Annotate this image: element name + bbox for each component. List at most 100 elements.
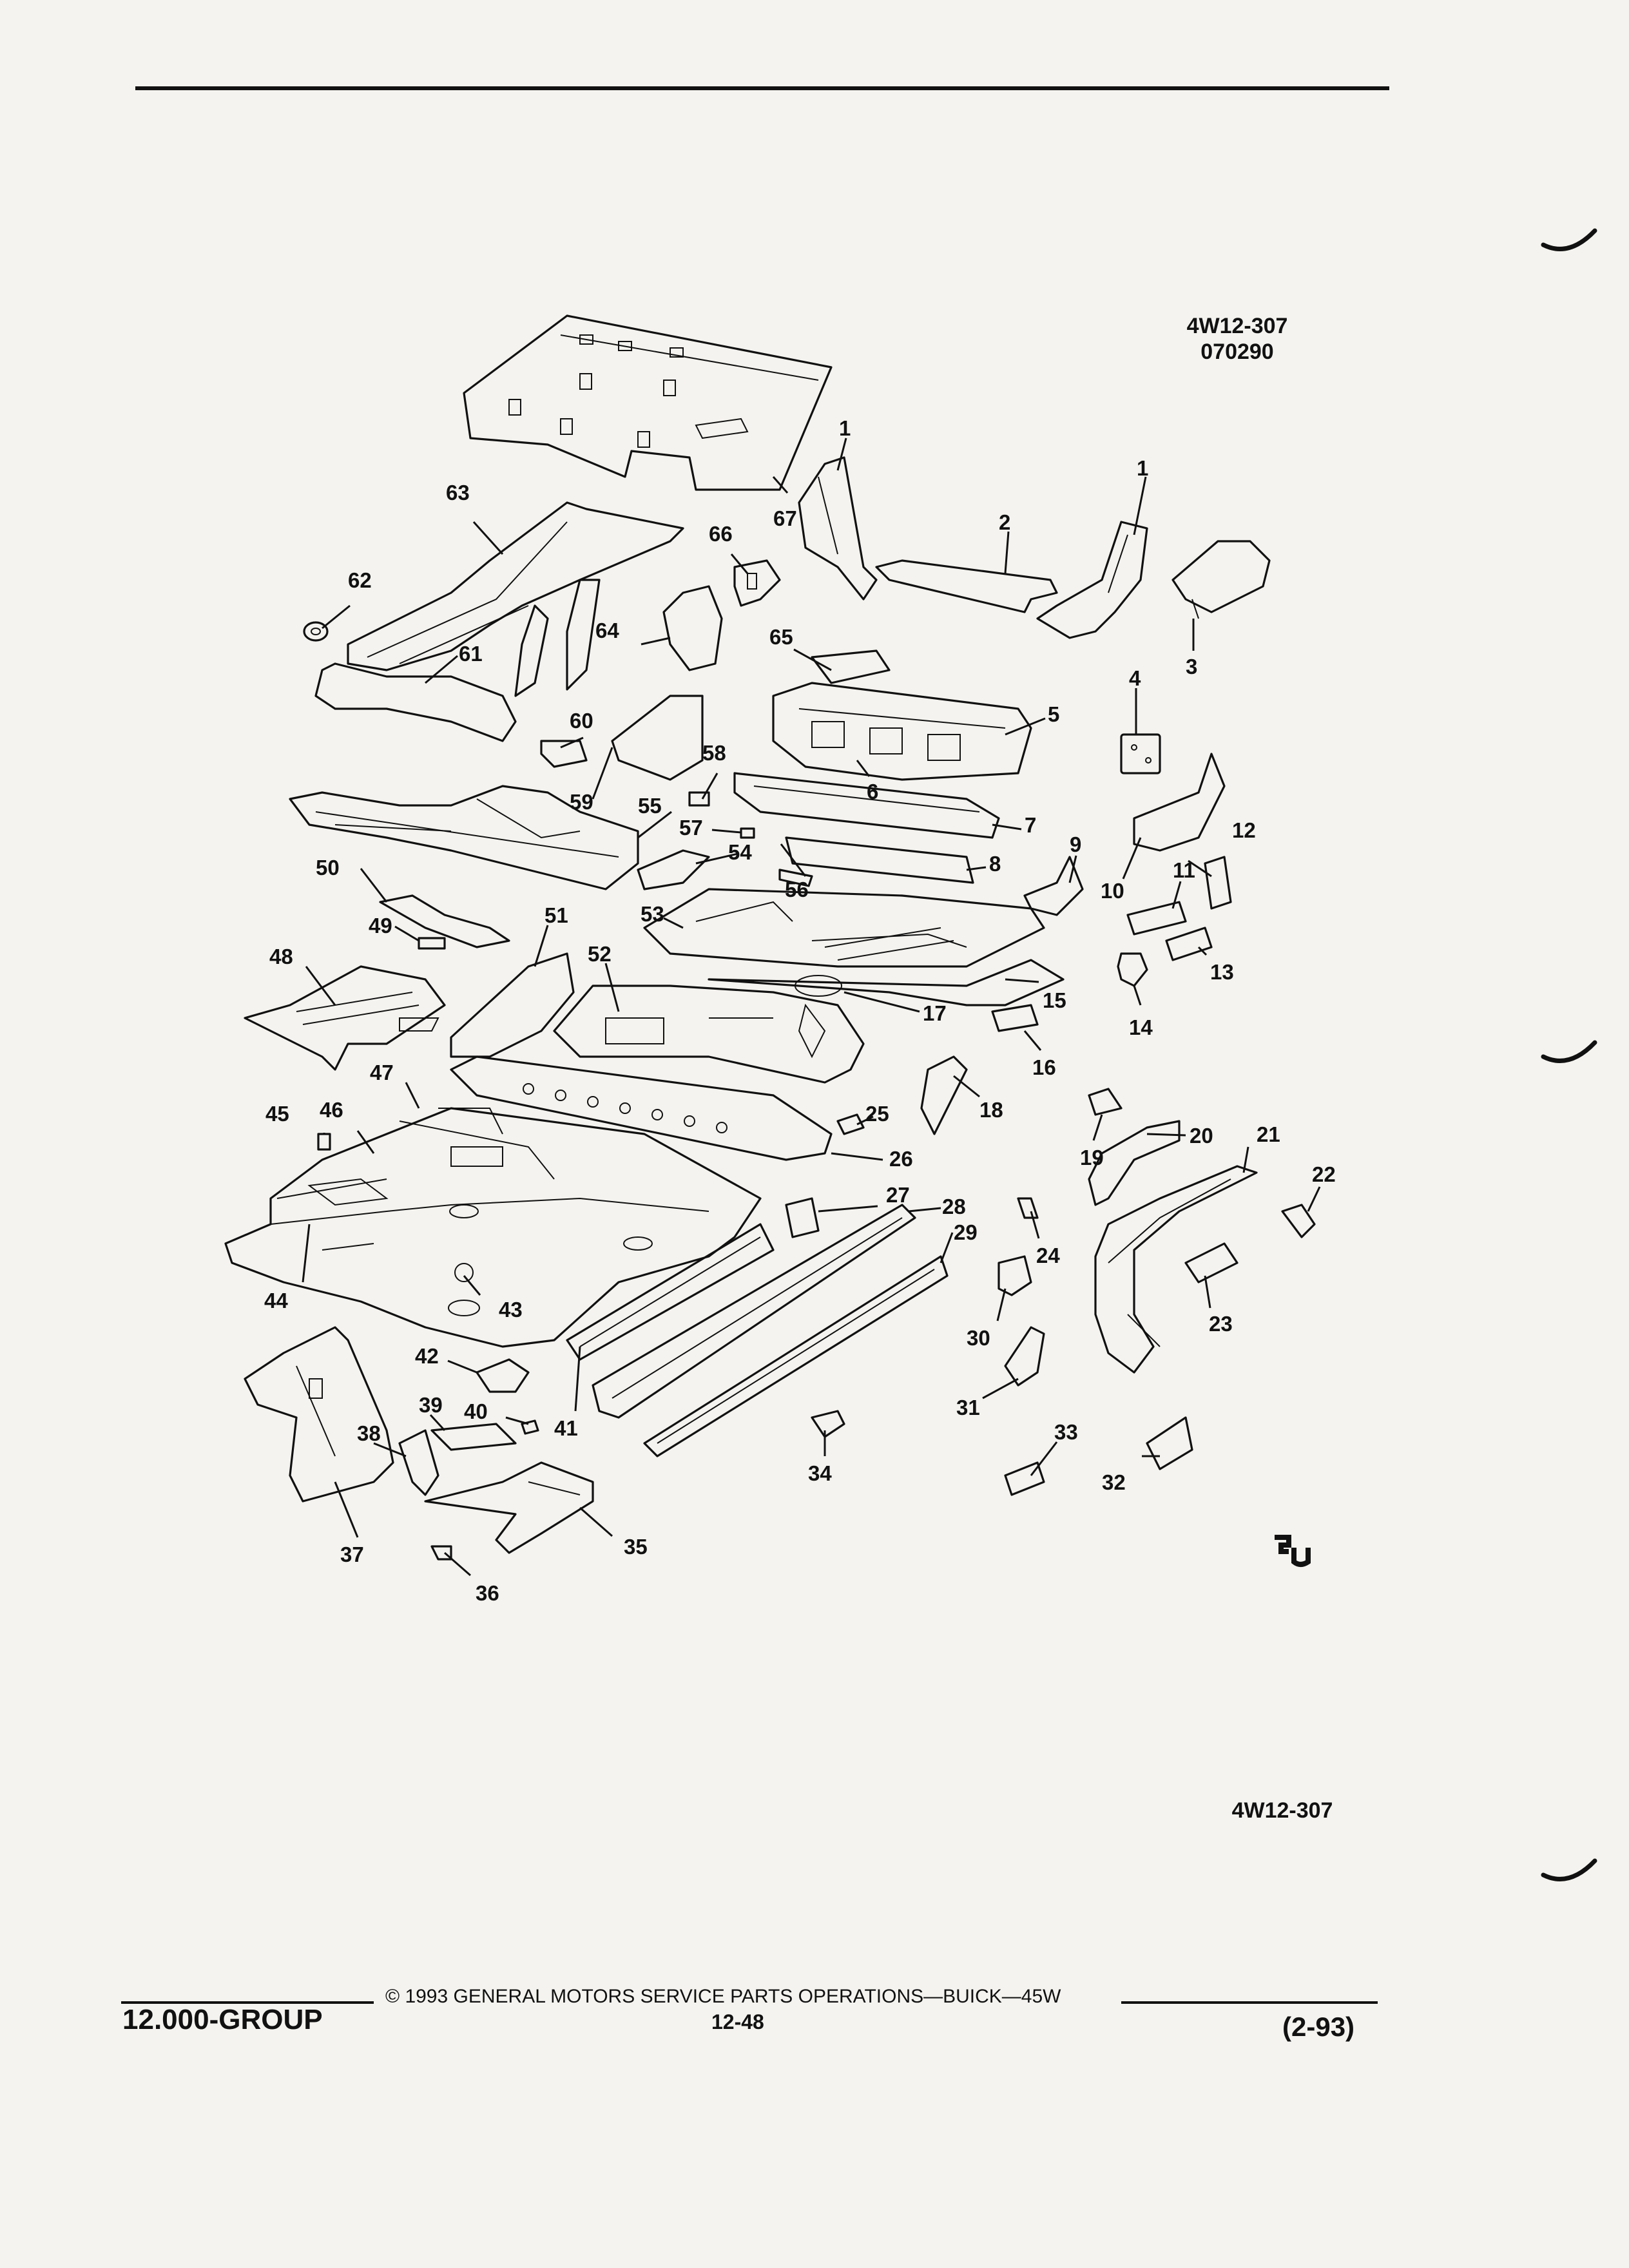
callout-15: 15 [1043, 988, 1066, 1012]
callout-61: 61 [459, 642, 483, 666]
footer-rule-right [1121, 2001, 1378, 2004]
part-bracket-65 [811, 649, 891, 684]
part-bracket-23 [1184, 1242, 1239, 1283]
callout-41: 41 [554, 1416, 578, 1440]
footer-copyright: © 1993 GENERAL MOTORS SERVICE PARTS OPER… [385, 1986, 1061, 2007]
callout-11: 11 [1173, 858, 1195, 882]
callout-42: 42 [415, 1344, 439, 1368]
footer-revision: (2-93) [1282, 2012, 1355, 2042]
callout-43: 43 [499, 1298, 523, 1321]
callout-64: 64 [595, 619, 619, 642]
callout-8: 8 [989, 852, 1001, 876]
part-bracket-59 [611, 695, 704, 781]
part-clip-36 [430, 1545, 452, 1561]
part-rails-63 [347, 501, 684, 697]
callout-31: 31 [956, 1396, 980, 1419]
callout-59: 59 [570, 790, 593, 814]
callout-35: 35 [624, 1535, 648, 1559]
callout-4: 4 [1129, 666, 1141, 690]
callout-33: 33 [1054, 1420, 1078, 1444]
callout-19: 19 [1080, 1146, 1104, 1169]
part-cross-bar-7 [733, 772, 1000, 839]
part-crossmember-26 [450, 1055, 833, 1161]
part-plate-42 [476, 1358, 530, 1393]
callout-49: 49 [369, 914, 392, 937]
callout-32: 32 [1102, 1470, 1126, 1494]
part-bracket-12 [1204, 856, 1232, 910]
callout-50: 50 [316, 856, 340, 879]
part-clip-57 [740, 827, 755, 839]
exploded-body-diagram: 1 1 2 3 4 5 6 7 8 9 10 11 12 13 14 15 16… [224, 314, 1336, 1605]
margin-mark-bottom [1541, 1858, 1597, 1881]
part-strip-56 [778, 869, 813, 887]
callout-67: 67 [773, 506, 797, 530]
part-rail-15 [708, 959, 1065, 1006]
part-bracket-18 [920, 1055, 968, 1135]
callout-10: 10 [1101, 879, 1124, 903]
callout-24: 24 [1036, 1244, 1060, 1267]
callout-23: 23 [1209, 1312, 1233, 1336]
part-clip-40 [521, 1419, 539, 1435]
part-panel-64 [662, 585, 723, 671]
callout-21: 21 [1257, 1122, 1280, 1146]
part-bracket-24 [1017, 1197, 1039, 1219]
part-wheelhouse-20 [1088, 1120, 1181, 1206]
margin-mark-top [1541, 228, 1597, 251]
figure-code-id: 4W12-307 [1186, 314, 1288, 338]
part-support-51 [399, 952, 575, 1058]
callout-66: 66 [709, 522, 733, 546]
part-bracket-32 [1146, 1416, 1193, 1470]
callout-38: 38 [357, 1421, 381, 1445]
callout-3: 3 [1186, 655, 1197, 678]
callout-57: 57 [679, 816, 703, 840]
callout-2: 2 [999, 510, 1010, 534]
callout-9: 9 [1070, 832, 1081, 856]
leader-lines [302, 437, 1321, 1577]
callout-39: 39 [419, 1393, 443, 1417]
part-bracket-16 [991, 1004, 1039, 1032]
gm-logo-icon [1275, 1535, 1311, 1567]
callout-16: 16 [1032, 1055, 1056, 1079]
part-clip-58 [688, 791, 710, 807]
callout-37: 37 [340, 1542, 364, 1566]
callout-58: 58 [702, 741, 726, 765]
callout-44: 44 [264, 1289, 288, 1312]
top-rule [135, 86, 1389, 90]
callout-60: 60 [570, 709, 593, 733]
callout-51: 51 [545, 903, 568, 927]
callout-6: 6 [867, 780, 878, 803]
callout-26: 26 [889, 1147, 913, 1171]
callout-20: 20 [1190, 1124, 1213, 1148]
callout-54: 54 [728, 840, 752, 864]
part-brace-35 [424, 1461, 594, 1554]
callout-labels: 1 1 2 3 4 5 6 7 8 9 10 11 12 13 14 15 16… [264, 416, 1336, 1605]
callout-47: 47 [370, 1061, 394, 1084]
callout-56: 56 [785, 878, 809, 901]
part-hinge-pillar-37 [244, 1326, 394, 1503]
part-bracket-38 [398, 1429, 439, 1496]
footer-group: 12.000-GROUP [122, 2004, 323, 2035]
figure-code: 4W12-307 070290 [1160, 313, 1315, 365]
part-pillar-right [1036, 521, 1148, 639]
part-nut-14 [1117, 952, 1148, 987]
part-wheelhouse-10 [1133, 753, 1226, 852]
part-bracket-31 [1004, 1326, 1045, 1387]
part-bracket-34 [811, 1410, 845, 1438]
callout-55: 55 [638, 794, 662, 818]
figure-code-bottom: 4W12-307 [1231, 1798, 1333, 1823]
part-rear-panel [875, 559, 1058, 613]
part-rocker-41 [566, 1223, 775, 1361]
part-brace-50 [379, 894, 510, 948]
callout-34: 34 [808, 1461, 832, 1485]
part-clip-45 [317, 1133, 331, 1151]
part-plate-4 [1120, 733, 1161, 774]
part-bracket-27 [785, 1197, 820, 1238]
callout-62: 62 [348, 568, 372, 592]
footer-rule-left [121, 2001, 374, 2004]
part-pad-49 [418, 937, 446, 950]
part-brace-11 [1126, 901, 1187, 936]
footer-page-number: 12-48 [711, 2010, 764, 2033]
part-bracket-22 [1281, 1204, 1316, 1238]
callout-27: 27 [886, 1183, 910, 1207]
part-strip-54 [637, 849, 710, 890]
